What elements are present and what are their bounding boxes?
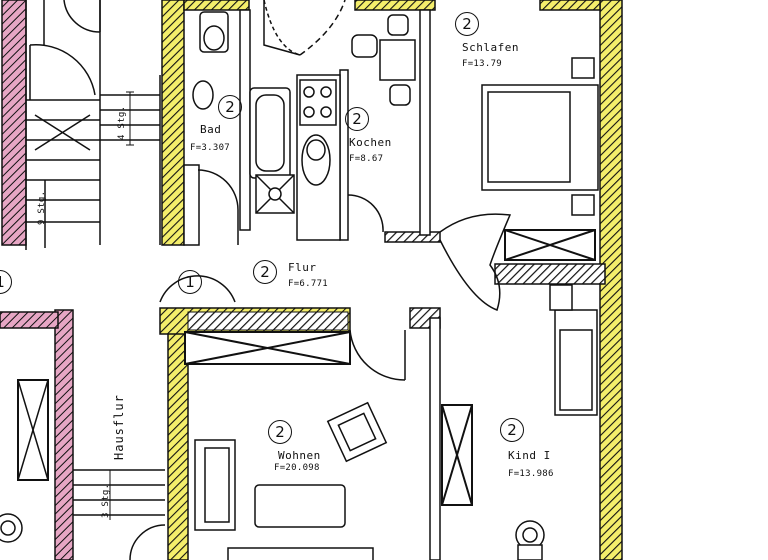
bed-schlafen	[481, 57, 599, 216]
interior-wall-wohnen-kind	[429, 317, 441, 560]
window-kind	[441, 404, 473, 506]
room-number-kochen: 2	[345, 107, 369, 131]
room-area-kind: F=13.986	[508, 469, 554, 479]
neighbor-wall-bottom	[54, 309, 74, 560]
room-number-schlafen: 2	[455, 12, 479, 36]
interior-wall-kochen-right	[419, 9, 431, 236]
lower-stairs	[73, 469, 166, 560]
bed-kind	[549, 284, 598, 416]
interior-wall-kochen-left	[339, 69, 349, 241]
exterior-wall-top-a	[183, 0, 250, 11]
steps-lower-label: 3 Stg.	[101, 483, 111, 518]
staircase	[25, 0, 161, 250]
window-schlafen	[504, 229, 596, 261]
interior-wall-bad-bottom	[183, 164, 200, 246]
stair-landing-number: 1	[178, 270, 202, 294]
exterior-wall-top-c	[539, 0, 601, 11]
window-wohnen	[184, 331, 351, 365]
room-area-wohnen: F=20.098	[274, 463, 320, 473]
room-name-wohnen: Wohnen	[278, 449, 321, 462]
room-name-schlafen: Schlafen	[462, 41, 519, 54]
neighbor-wall-top	[1, 0, 27, 246]
bathroom-fixtures	[192, 11, 295, 214]
steps-upper-label: 4 Stg.	[117, 105, 127, 140]
doors	[159, 0, 512, 381]
room-number-kind: 2	[500, 418, 524, 442]
room-name-bad: Bad	[200, 123, 222, 136]
interior-wall-bad-right	[239, 9, 251, 231]
dimension-marks	[44, 91, 134, 520]
kitchen-table	[351, 14, 416, 106]
kitchen-fixtures	[296, 74, 341, 241]
room-number-bad: 2	[218, 95, 242, 119]
room-area-kochen: F=8.67	[349, 154, 384, 164]
neighbor-wall-horizontal	[0, 311, 59, 329]
room-name-kind: Kind I	[508, 449, 551, 462]
exterior-wall-top-b	[354, 0, 436, 11]
room-area-bad: F=3.307	[190, 143, 231, 153]
hausflur-label: Hausflur	[112, 394, 126, 460]
room-name-flur: Flur	[288, 261, 317, 274]
exterior-wall-left	[161, 0, 185, 246]
room-number-wohnen: 2	[268, 420, 292, 444]
interior-wall-schlafen-bottom	[494, 263, 606, 285]
room-area-schlafen: F=13.79	[462, 59, 503, 69]
plant-icons	[0, 513, 545, 560]
room-number-flur: 2	[253, 260, 277, 284]
interior-wall-kochen-bottom	[384, 231, 441, 243]
steps-left-label: 9 Stg.	[37, 190, 47, 225]
living-furniture	[194, 401, 388, 560]
room-area-flur: F=6.771	[288, 279, 329, 289]
room-name-kochen: Kochen	[349, 136, 392, 149]
